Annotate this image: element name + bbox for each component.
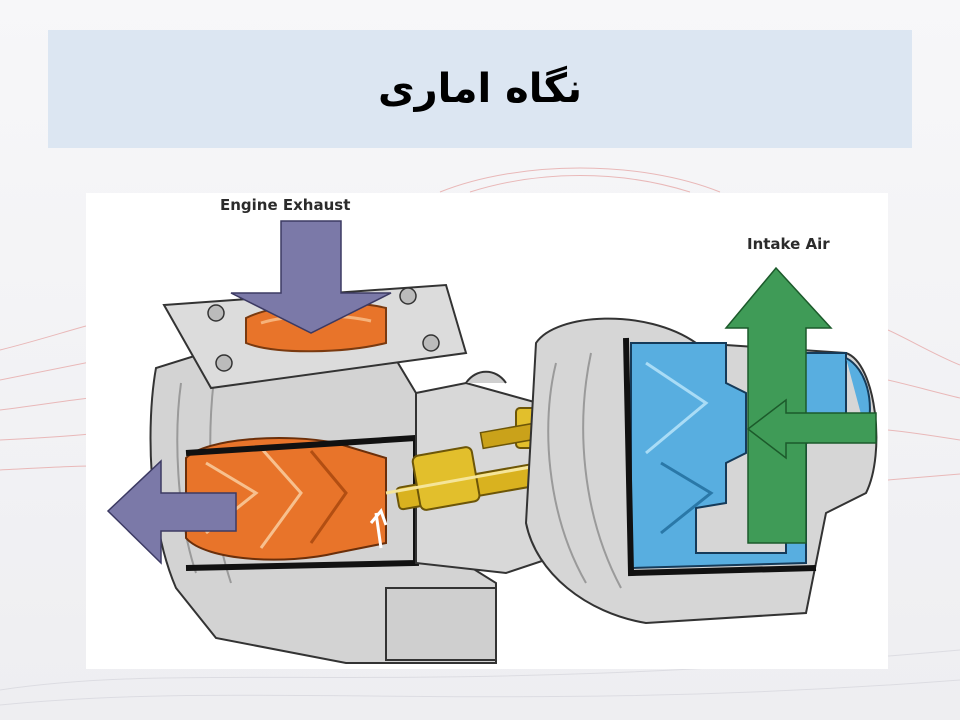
exhaust-out-arrow	[106, 459, 237, 565]
exhaust-in-arrow	[230, 220, 392, 334]
label-intake-air: Intake Air	[747, 235, 830, 253]
turbocharger-illustration	[106, 220, 878, 664]
label-engine-exhaust: Engine Exhaust	[220, 196, 351, 214]
turbocharger-diagram: Engine Exhaust Intake Air	[86, 193, 888, 669]
title-band: نگاه اماری	[48, 30, 912, 148]
compressor-cutline	[623, 337, 817, 577]
intake-inflow-arrow	[746, 398, 877, 460]
decorative-swirl-lines	[0, 167, 960, 481]
slide-title: نگاه اماری	[377, 66, 583, 112]
